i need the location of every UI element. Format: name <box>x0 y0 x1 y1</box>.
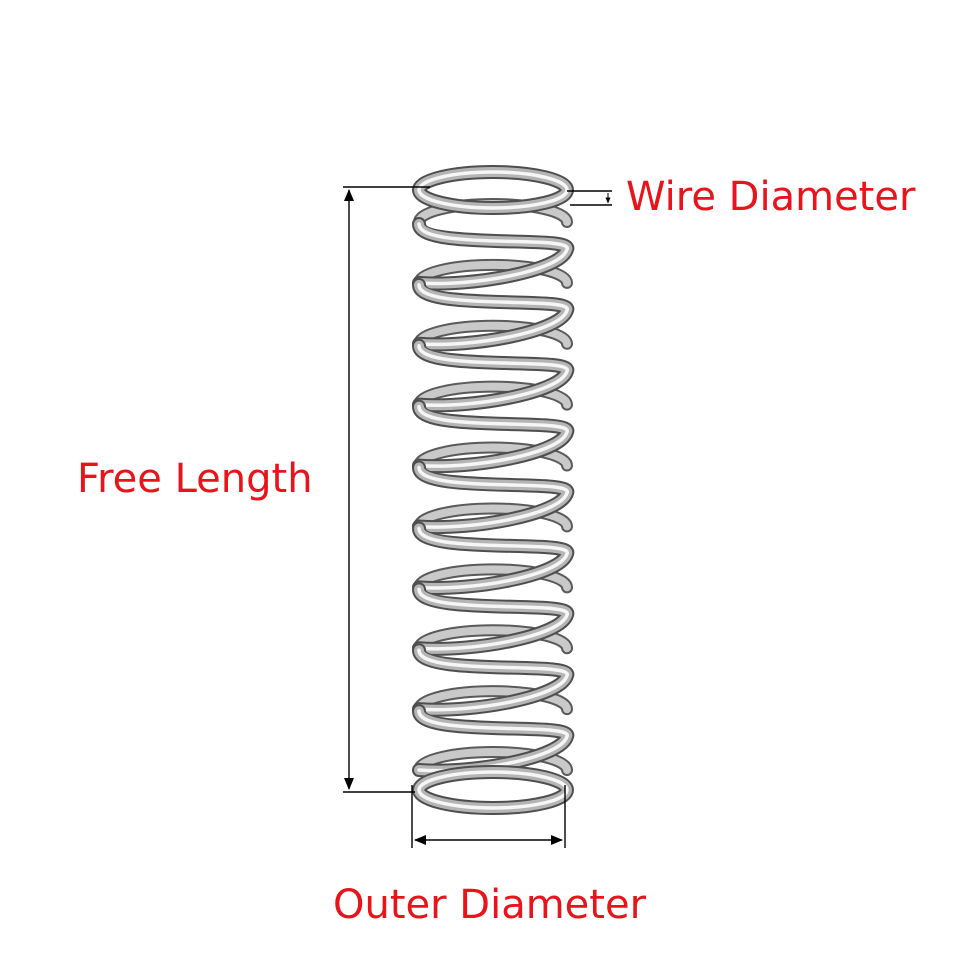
coil-back-2-body <box>415 321 571 348</box>
wire-diameter-label: Wire Diameter <box>626 174 916 220</box>
coil-back-6-body <box>415 565 571 592</box>
coil-back-8-body <box>415 687 571 714</box>
coil-front-7-highlight <box>417 648 569 712</box>
outer-diameter-label: Outer Diameter <box>333 882 647 928</box>
coil-back-5-body <box>415 504 571 531</box>
coil-front-6-highlight <box>417 587 569 651</box>
coil-front-4-highlight <box>417 465 569 529</box>
coil-front-3-highlight <box>417 404 569 468</box>
coil-back-7-body <box>415 626 571 653</box>
coil-back-1-body <box>415 260 571 287</box>
coil-back-4-body <box>415 443 571 470</box>
dimension-lines <box>343 186 612 848</box>
free-length-label: Free Length <box>77 456 313 502</box>
coil-front-5-highlight <box>417 526 569 590</box>
coil-back-3-body <box>415 382 571 409</box>
compression-spring-icon <box>412 165 575 815</box>
coil-front-2-highlight <box>417 344 569 407</box>
coil-back-9-body <box>415 748 571 774</box>
coil-front-1-highlight <box>417 283 569 347</box>
bottom-end-ring-highlight <box>417 770 569 810</box>
coil-front-0-highlight <box>417 222 569 286</box>
top-end-ring-highlight <box>417 170 569 210</box>
